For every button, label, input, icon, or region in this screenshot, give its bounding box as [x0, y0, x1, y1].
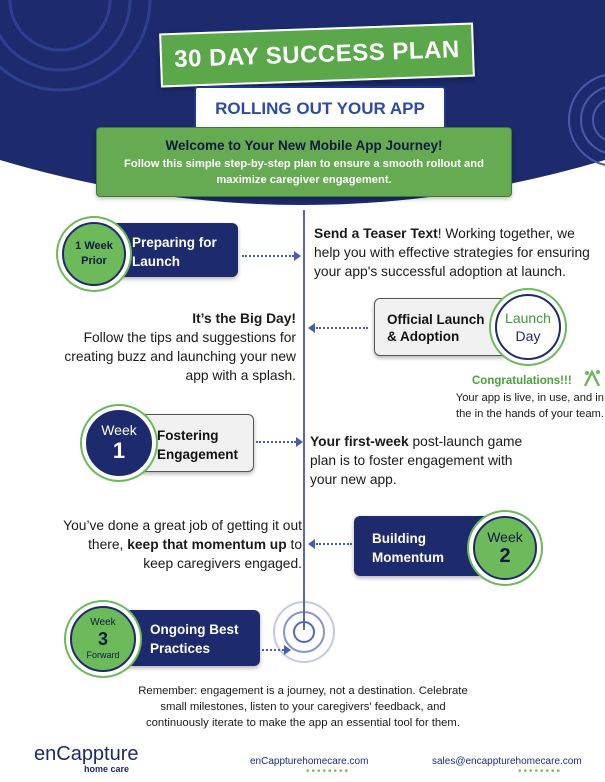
step-launch-label-box: Official Launch & Adoption	[374, 298, 508, 356]
step-week3-badge-line1: Week	[90, 617, 116, 628]
step-week1-description: Your first-week post-launch game plan is…	[310, 432, 540, 489]
step-week2-connector	[316, 543, 352, 545]
celebration-icon	[583, 369, 601, 387]
step-launch-desc-rest: Follow the tips and suggestions for crea…	[64, 330, 296, 383]
step-week1-desc-bold: Your first-week	[310, 434, 409, 449]
page-subtitle: ROLLING OUT YOUR APP	[194, 86, 446, 132]
page-title: 30 DAY SUCCESS PLAN	[159, 22, 475, 88]
welcome-text: Follow this simple step-by-step plan to …	[124, 158, 484, 186]
congrats-text: Your app is live, in use, and in the in …	[455, 392, 604, 420]
step-week1-label: Fostering Engagement	[157, 428, 239, 462]
timeline-line	[303, 210, 305, 630]
step-launch-badge-line1: Launch	[505, 310, 551, 326]
step-prior-arrow-icon	[294, 251, 301, 261]
step-week1-label-box: Fostering Engagement	[138, 414, 254, 472]
step-week3-arrow-icon	[284, 645, 291, 655]
step-week3-badge: Week 3 Forward	[70, 606, 136, 672]
step-week1-badge: Week 1	[86, 410, 152, 476]
step-prior-label: Preparing for Launch	[132, 235, 217, 269]
step-week2-badge-line2: 2	[499, 544, 511, 567]
step-prior-description: Send a Teaser Text! Working together, we…	[314, 224, 596, 281]
step-launch-label: Official Launch & Adoption	[387, 312, 485, 344]
step-week2-desc-post: to keep caregivers engaged.	[143, 537, 302, 571]
step-week3-label: Ongoing Best Practices	[150, 622, 239, 656]
welcome-title: Welcome to Your New Mobile App Journey!	[165, 138, 443, 153]
step-week2-badge-line1: Week	[487, 528, 523, 545]
step-launch-arrow-icon	[308, 323, 315, 333]
step-week3-badge-line3: Forward	[86, 650, 120, 660]
footer-logo-sub: home care	[84, 764, 130, 774]
closing-text: Remember: engagement is a journey, not a…	[138, 685, 468, 729]
step-prior-label-box: Preparing for Launch	[108, 223, 238, 277]
step-launch-connector	[316, 327, 368, 329]
footer-logo-text: enCappture	[34, 743, 139, 765]
step-launch-description: It’s the Big Day! Follow the tips and su…	[56, 309, 296, 385]
step-prior-connector	[242, 255, 294, 257]
step-prior-desc-rest: ! Working together, we help you with eff…	[314, 226, 590, 279]
welcome-panel: Welcome to Your New Mobile App Journey! …	[96, 127, 512, 197]
step-week2-desc-pre: You’ve done a great job of getting it ou…	[63, 518, 302, 552]
step-week2-badge: Week 2	[473, 516, 537, 580]
step-launch-badge-line2: Day	[515, 328, 541, 344]
footer-logo: enCappture home care	[34, 743, 139, 774]
step-week1-badge-line1: Week	[101, 422, 137, 438]
step-week1-badge-line2: 1	[112, 438, 126, 463]
step-launch-badge: Launch Day	[495, 294, 561, 360]
footer-website-link[interactable]: enCappturehomecare.com	[250, 756, 369, 767]
step-week2-label: Building Momentum	[372, 531, 444, 565]
step-prior-badge-line1: 1 Week	[75, 240, 113, 252]
step-week1-arrow-icon	[296, 437, 303, 447]
step-week1-connector	[256, 441, 296, 443]
step-prior-badge: 1 Week Prior	[62, 222, 126, 286]
step-week2-label-box: Building Momentum	[354, 516, 490, 576]
footer-website-dots: ••••••••	[306, 766, 351, 777]
step-prior-desc-bold: Send a Teaser Text	[314, 226, 438, 241]
footer-email-dots: ••••••••	[518, 766, 563, 777]
step-launch-desc-bold: It’s the Big Day!	[192, 311, 296, 326]
footer-email-link[interactable]: sales@encappturehomecare.com	[432, 756, 582, 767]
step-week3-badge-line2: 3	[97, 629, 108, 649]
step-week2-description: You’ve done a great job of getting it ou…	[56, 516, 302, 573]
step-week3-label-box: Ongoing Best Practices	[118, 610, 260, 666]
step-week3-connector	[262, 649, 284, 651]
step-week1-desc-rest: post-launch game plan is to foster engag…	[310, 434, 523, 487]
congrats-heading: Congratulations!!!	[472, 375, 572, 387]
step-week2-desc-bold: keep that momentum up	[127, 537, 287, 552]
step-prior-badge-line2: Prior	[81, 255, 107, 267]
step-week2-arrow-icon	[308, 539, 315, 549]
